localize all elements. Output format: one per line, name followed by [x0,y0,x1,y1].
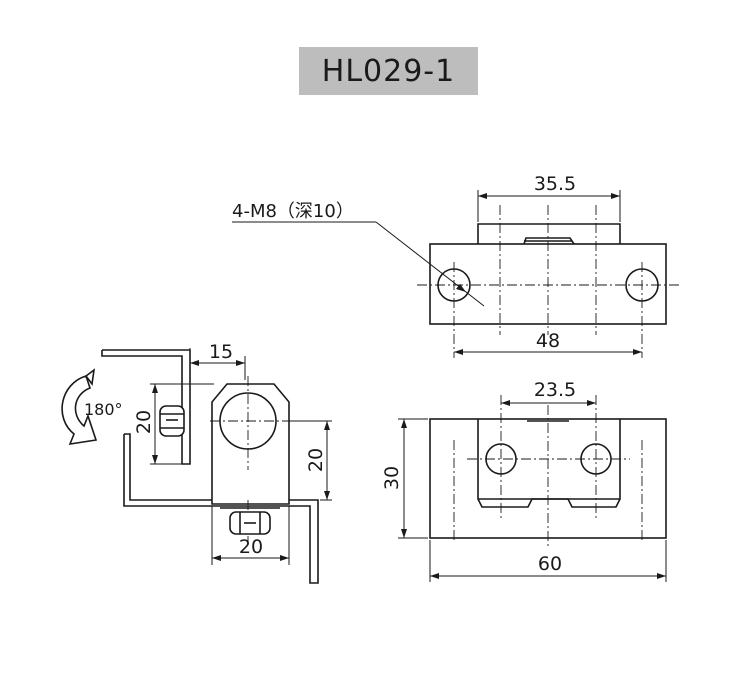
dim-30: 30 [381,466,403,490]
rotation-arrow-icon [61,368,98,446]
dim-35-5: 35.5 [534,173,576,195]
hole-spec-label: 4-M8（深10） [232,201,354,222]
top-view: 35.5 48 4-M8（深10） [232,173,680,358]
dim-60: 60 [538,553,562,575]
rotation-label: 180° [84,400,123,419]
dim-20-right: 20 [305,448,327,472]
dim-23-5: 23.5 [534,379,576,401]
drawing-title: HL029-1 [321,53,456,89]
front-view: 23.5 30 60 [381,379,667,582]
title-badge: HL029-1 [299,47,478,95]
dim-48: 48 [536,330,560,352]
side-view: 15 20 20 20 180° [61,341,332,584]
dim-20-left: 20 [133,410,155,434]
dim-20-bottom: 20 [239,536,263,558]
dim-15: 15 [209,341,233,363]
